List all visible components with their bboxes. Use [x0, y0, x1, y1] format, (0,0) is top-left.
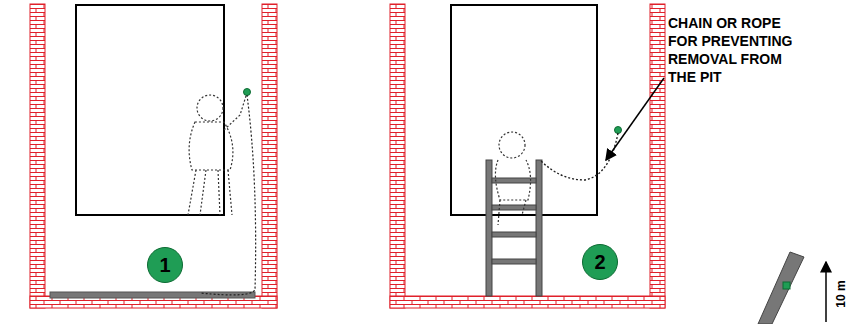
door-panel [451, 5, 597, 215]
callout-circle: 2 [582, 244, 618, 280]
person-2 [495, 132, 530, 225]
door-panel [76, 5, 224, 215]
pit-walls-1 [30, 4, 277, 308]
dimension-arrow [825, 262, 827, 322]
callout-number: 1 [159, 254, 170, 277]
callout-circle: 1 [147, 247, 183, 283]
chain [540, 133, 618, 180]
pit-walls-2 [390, 4, 665, 308]
ladder [486, 160, 542, 296]
person-1 [188, 95, 246, 215]
anchor-point [244, 89, 251, 96]
plank [50, 292, 255, 298]
anchor-point [615, 127, 622, 134]
callout-number: 2 [594, 251, 605, 274]
rope [200, 95, 256, 295]
leader-arrow [606, 78, 664, 160]
dimension-label: 10 m [834, 280, 848, 307]
tilted-ladder [758, 252, 804, 324]
callout-note: CHAIN OR ROPE FOR PREVENTING REMOVAL FRO… [668, 14, 798, 86]
